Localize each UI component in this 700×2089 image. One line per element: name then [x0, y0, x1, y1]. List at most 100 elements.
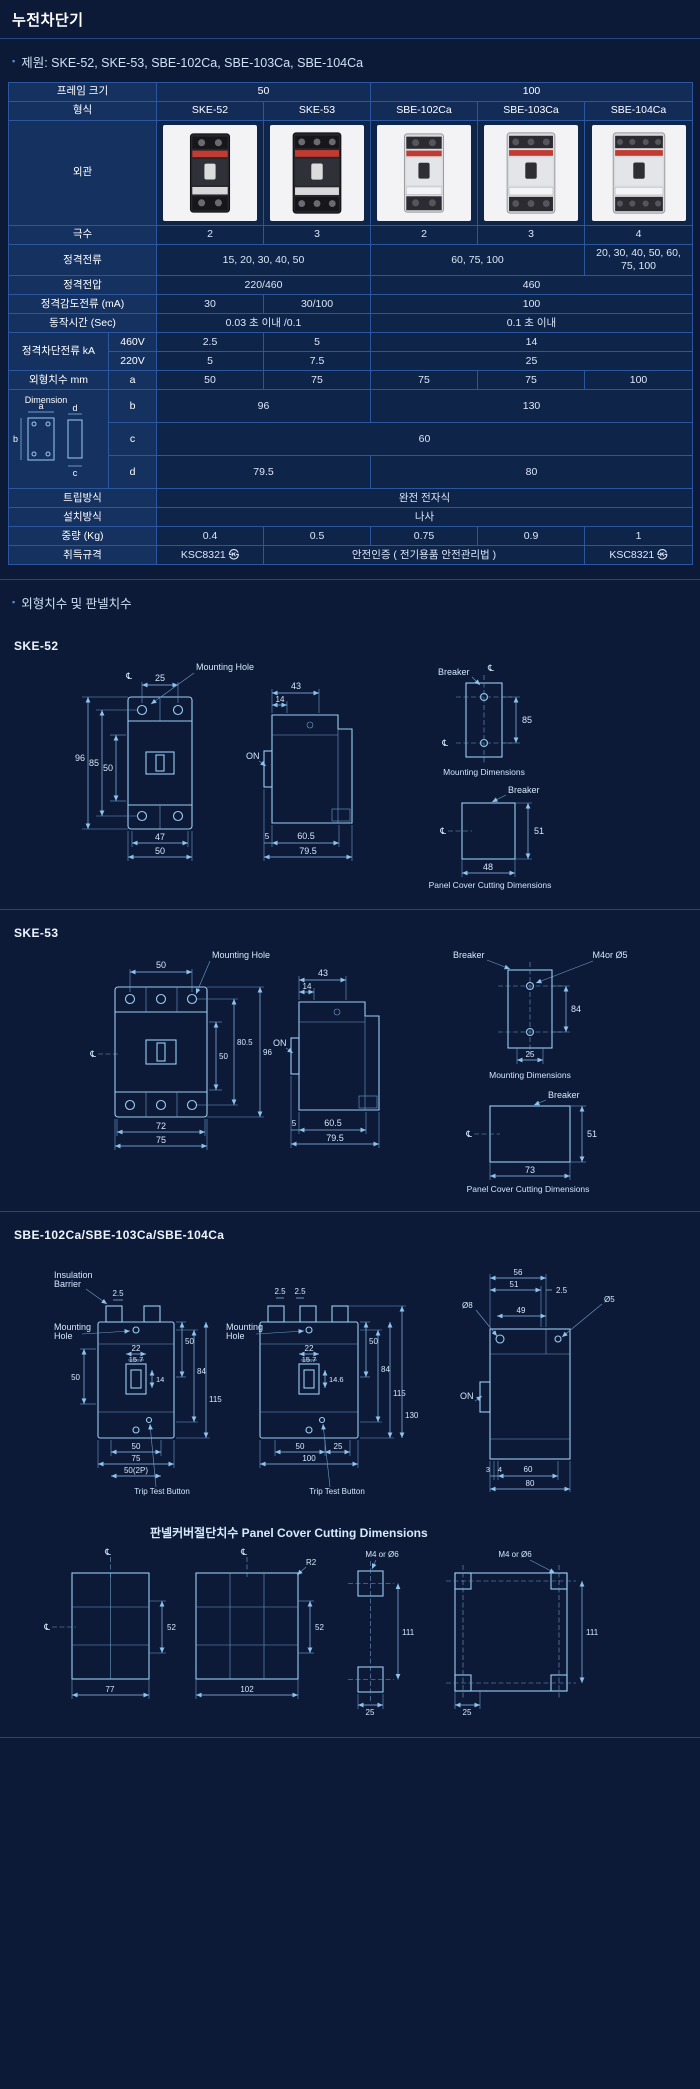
dim-label: 50 [369, 1337, 378, 1346]
bullet-icon: ▪ [12, 56, 16, 66]
dim-label: 56 [514, 1268, 523, 1277]
dim-a-4: 75 [477, 370, 585, 391]
subtitle-row: ▪ 제원: SKE-52, SKE-53, SBE-102Ca, SBE-103… [0, 39, 700, 82]
bullet-icon: ▪ [12, 597, 16, 608]
page: 누전차단기 ▪ 제원: SKE-52, SKE-53, SBE-102Ca, S… [0, 12, 700, 1739]
row-dim-c: c 60 [9, 422, 694, 457]
centerline-icon: ℄ [43, 1622, 50, 1632]
technical-drawing-ske53: 50 Mounting Hole ℄ 50 80.5 96 72 75 [89, 950, 627, 1194]
label-mounting-hole: Hole [54, 1331, 73, 1341]
poles-sbe103: 3 [477, 225, 585, 245]
label-trip-test-button: Trip Test Button [309, 1487, 365, 1496]
weight-3: 0.75 [370, 526, 478, 547]
row-poles: 극수 2 3 2 3 4 [8, 225, 694, 245]
row-trip: 트립방식 완전 전자식 [8, 488, 694, 509]
centerline-icon: ℄ [89, 1049, 96, 1059]
spec-table-wrap: 프레임 크기 50 100 형식 SKE-52 SKE-53 SBE-102Ca… [0, 82, 700, 566]
panel-fig2: ℄ R2 52 102 [195, 1547, 324, 1700]
photo-cell-ske52 [156, 120, 264, 226]
label-rated-voltage: 정격전압 [8, 275, 157, 296]
label-r2: R2 [306, 1558, 317, 1567]
label-appearance: 외관 [8, 120, 157, 226]
dim-label: 130 [405, 1411, 419, 1420]
dim-label: 73 [525, 1165, 535, 1175]
divider [0, 909, 700, 911]
product-photo-ske-53 [270, 125, 364, 221]
label-weight: 중량 (Kg) [8, 526, 157, 547]
current-sbe23: 60, 75, 100 [370, 243, 585, 277]
poles-ske53: 3 [263, 225, 371, 245]
section-sbe: SBE-102Ca/SBE-103Ca/SBE-104Ca Insulation… [0, 1228, 700, 1721]
dim-label: 60.5 [324, 1118, 342, 1128]
centerline-icon: ℄ [439, 826, 446, 836]
photo-cell-ske53 [263, 120, 371, 226]
dim-label: 52 [315, 1623, 324, 1632]
dim-label: 96 [75, 753, 85, 763]
divider [0, 38, 700, 39]
dims-section-header: ▪ 외형치수 및 판넬치수 [0, 580, 700, 623]
voltage-sbe: 460 [369, 275, 694, 296]
label-trip: 트립방식 [8, 488, 157, 509]
sensitivity-ske52: 30 [156, 294, 264, 315]
dim-label: 85 [89, 758, 99, 768]
product-photo-sbe-102ca [377, 125, 471, 221]
divider [0, 1737, 700, 1739]
label-standard: 취득규격 [8, 545, 157, 566]
centerline-icon: ℄ [240, 1547, 247, 1557]
sbe-front-view-3p: 2.5 2.5 Mounting Hole 22 15.7 14.6 50 84 [226, 1287, 419, 1496]
dim-label: 5 [265, 832, 270, 841]
dim-label: 102 [240, 1685, 254, 1694]
dim-label: 50 [219, 1052, 228, 1061]
break460-sbe: 14 [369, 332, 694, 353]
row-dim-d: d 79.5 80 [9, 455, 694, 490]
label-m4-or-o6: M4 or Ø6 [365, 1550, 399, 1559]
frame-50: 50 [156, 82, 371, 102]
technical-drawing-ske52: ℄ 25 Mounting Hole 50 85 96 47 [75, 662, 552, 890]
dim-label: 51 [587, 1129, 597, 1139]
standard-mid: 안전인증 ( 전기용품 안전관리법 ) [263, 545, 585, 566]
weight-5: 1 [583, 526, 694, 547]
row-install: 설치방식 나사 [8, 507, 694, 528]
dim-label: 49 [517, 1306, 526, 1315]
spec-table: 프레임 크기 50 100 형식 SKE-52 SKE-53 SBE-102Ca… [8, 82, 694, 566]
voltage-ske: 220/460 [156, 275, 371, 296]
dim-label: 72 [156, 1121, 166, 1131]
dim-label: 50 [296, 1442, 305, 1451]
standard-sbe104: KSC8321 ㉿ [583, 545, 694, 566]
sbe-front-view-2p: Insulation Barrier 2.5 Mounting Hole 22 … [54, 1270, 222, 1496]
dim-label: 75 [132, 1454, 141, 1463]
row-weight: 중량 (Kg) 0.4 0.5 0.75 0.9 1 [8, 526, 694, 547]
ske52-panel-cover-cutting: Breaker ℄ 51 48 Panel Cover Cutting Dime… [429, 785, 552, 890]
dim-label: 3 [486, 1465, 490, 1474]
sensitivity-ske53: 30/100 [263, 294, 371, 315]
dim-c-all: 60 [155, 422, 694, 457]
dim-label: 25 [155, 673, 165, 683]
dim-label: 5 [292, 1119, 297, 1128]
drawing-title-ske53: SKE-53 [14, 926, 59, 941]
standard-ske52: KSC8321 ㉿ [156, 545, 264, 566]
dim-label: 80 [526, 1479, 535, 1488]
sbe-side-view: 56 51 2.5 49 Ø8 Ø5 ON 3 4 [460, 1268, 615, 1493]
label-m4-or-o5: M4or Ø5 [592, 950, 627, 960]
dim-label: 43 [318, 968, 328, 978]
photo-cell-sbe103 [477, 120, 585, 226]
drawing-title-sbe: SBE-102Ca/SBE-103Ca/SBE-104Ca [14, 1228, 225, 1243]
dim-a-5: 100 [583, 370, 694, 391]
divider [0, 579, 700, 581]
model-sbe104: SBE-104Ca [583, 101, 694, 121]
dim-label: 111 [402, 1628, 415, 1637]
product-photo-ske-52 [163, 125, 257, 221]
model-sbe102: SBE-102Ca [370, 101, 478, 121]
label-trip-test-button: Trip Test Button [134, 1487, 190, 1496]
label-breaker: Breaker [453, 950, 485, 960]
row-appearance: 외관 [8, 120, 694, 226]
break220-ske52: 5 [156, 351, 264, 372]
label-mounting-hole: Mounting Hole [212, 950, 270, 960]
label-operating-time: 동작시간 (Sec) [8, 313, 157, 334]
model-ske53: SKE-53 [263, 101, 371, 121]
dim-label: 14 [156, 1375, 164, 1384]
frame-100: 100 [369, 82, 694, 102]
sketch-dim-a: a [38, 401, 43, 411]
weight-2: 0.5 [263, 526, 371, 547]
dim-label: 84 [571, 1004, 581, 1014]
